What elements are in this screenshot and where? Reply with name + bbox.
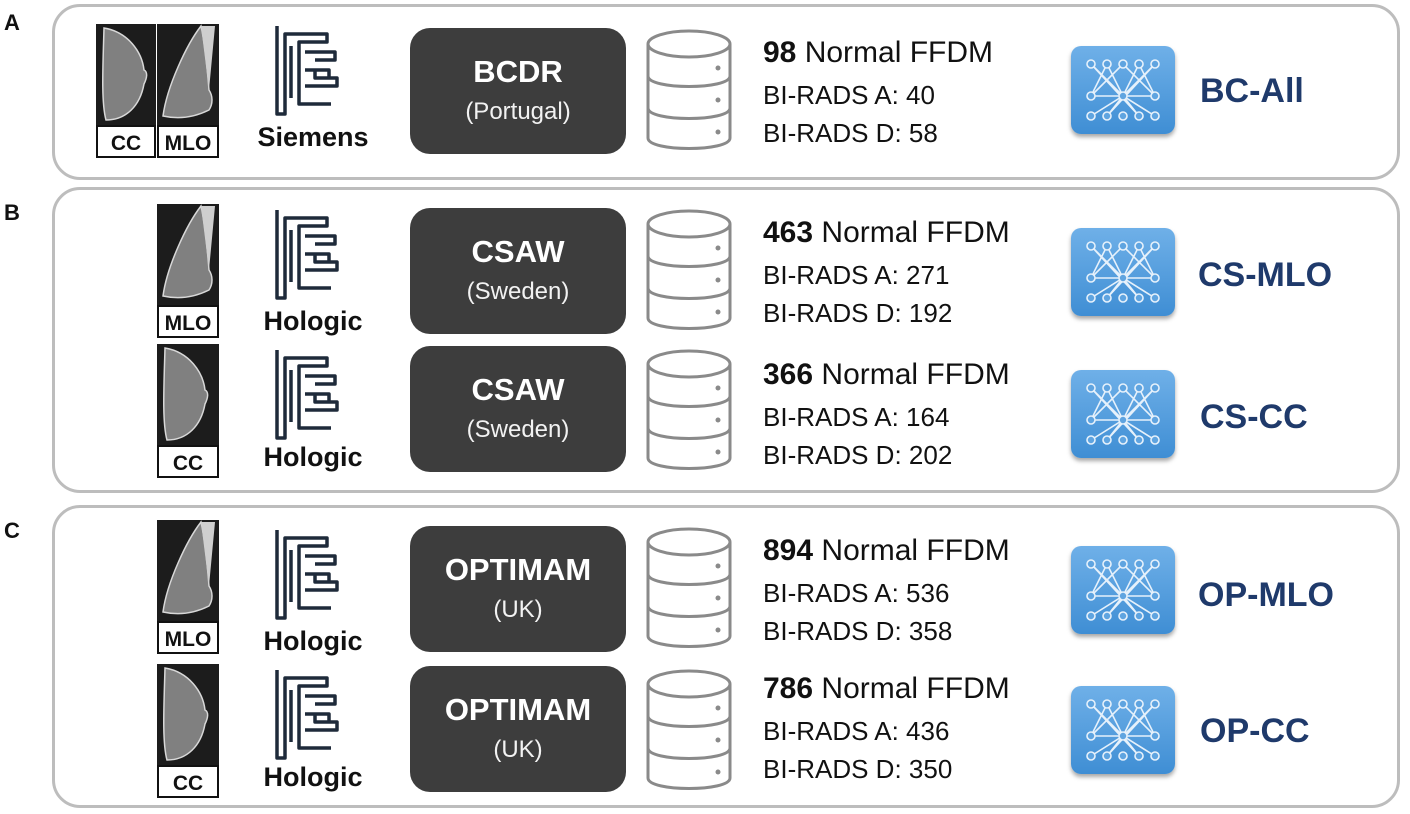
mammogram-cc-icon: CC [157, 664, 219, 798]
model-name: BC-All [1200, 72, 1304, 110]
database-cylinder-icon [644, 524, 734, 654]
birads-a-count: BI-RADS A: 40 [763, 80, 935, 110]
database-country: (Sweden) [466, 278, 570, 305]
panel-label-c: C [4, 518, 20, 543]
vendor-name: Hologic [263, 306, 363, 336]
birads-d-count: BI-RADS D: 350 [763, 754, 953, 784]
dataset-row-csaw-mlo: MLO Hologic CSAW (Sweden) [0, 200, 1410, 340]
mammogram-mlo-icon: MLO [157, 520, 219, 654]
view-label-mlo: MLO [165, 132, 212, 155]
vendor-name: Hologic [263, 442, 363, 472]
normal-ffdm-count: 786 Normal FFDM [763, 672, 1010, 705]
mammogram-cc-icon: CC [96, 24, 156, 158]
mammogram-mlo-icon: MLO [157, 204, 219, 338]
view-label-mlo: MLO [165, 312, 212, 335]
database-cylinder-icon [644, 666, 734, 796]
birads-a-count: BI-RADS A: 271 [763, 260, 950, 290]
vendor-name: Siemens [257, 122, 369, 152]
model-name: OP-MLO [1198, 576, 1334, 614]
normal-ffdm-count: 463 Normal FFDM [763, 216, 1010, 249]
database-box-optimam: OPTIMAM (UK) [410, 526, 626, 652]
database-box-bcdr: BCDR (Portugal) [410, 28, 626, 154]
database-country: (UK) [493, 596, 543, 623]
database-box-csaw: CSAW (Sweden) [410, 346, 626, 472]
dataset-row-optimam-cc: CC Hologic OPTIMAM (UK) [0, 662, 1410, 802]
model-name: OP-CC [1200, 712, 1310, 750]
vendor-name: Hologic [263, 762, 363, 792]
vendor-hologic: Hologic [243, 526, 383, 666]
database-box-csaw: CSAW (Sweden) [410, 208, 626, 334]
vendor-siemens: Siemens [243, 22, 383, 162]
mammography-machine-icon [275, 350, 339, 440]
model-name: CS-MLO [1198, 256, 1333, 294]
database-country: (Sweden) [466, 416, 570, 443]
mammography-machine-icon [275, 26, 339, 116]
database-country: (UK) [493, 736, 543, 763]
birads-d-count: BI-RADS D: 202 [763, 440, 953, 470]
mammography-machine-icon [275, 530, 339, 620]
birads-d-count: BI-RADS D: 192 [763, 298, 953, 328]
vendor-name: Hologic [263, 626, 363, 656]
vendor-hologic: Hologic [243, 206, 383, 346]
dataset-row-optimam-mlo: MLO Hologic OPTIMAM (UK) [0, 520, 1410, 660]
normal-ffdm-count: 366 Normal FFDM [763, 358, 1010, 391]
vendor-hologic: Hologic [243, 346, 383, 486]
neural-network-icon [1071, 686, 1175, 774]
database-box-optimam: OPTIMAM (UK) [410, 666, 626, 792]
normal-ffdm-count: 894 Normal FFDM [763, 534, 1010, 567]
neural-network-icon [1071, 228, 1175, 316]
database-country: (Portugal) [465, 98, 571, 125]
birads-d-count: BI-RADS D: 358 [763, 616, 953, 646]
mammography-machine-icon [275, 670, 339, 760]
birads-a-count: BI-RADS A: 536 [763, 578, 950, 608]
view-label-cc: CC [111, 132, 141, 155]
mammogram-mlo-icon: MLO [157, 24, 219, 158]
database-name: CSAW [471, 234, 565, 269]
dataset-row-bcdr: CC MLO Siemens BCDR (Portugal) [0, 22, 1410, 162]
neural-network-icon [1071, 46, 1175, 134]
view-label-cc: CC [173, 452, 203, 475]
database-name: BCDR [473, 54, 563, 89]
panel-label-b: B [4, 200, 20, 225]
database-name: CSAW [471, 372, 565, 407]
model-name: CS-CC [1200, 398, 1308, 436]
view-label-cc: CC [173, 772, 203, 795]
database-cylinder-icon [644, 26, 734, 156]
birads-d-count: BI-RADS D: 58 [763, 118, 938, 148]
view-label-mlo: MLO [165, 628, 212, 651]
neural-network-icon [1071, 546, 1175, 634]
birads-a-count: BI-RADS A: 436 [763, 716, 950, 746]
dataset-row-csaw-cc: CC Hologic CSAW (Sweden) [0, 342, 1410, 482]
panel-label-a: A [4, 10, 20, 35]
mammography-machine-icon [275, 210, 339, 300]
birads-a-count: BI-RADS A: 164 [763, 402, 950, 432]
database-name: OPTIMAM [444, 552, 592, 587]
vendor-hologic: Hologic [243, 666, 383, 806]
neural-network-icon [1071, 370, 1175, 458]
database-cylinder-icon [644, 206, 734, 336]
database-cylinder-icon [644, 346, 734, 476]
mammogram-cc-icon: CC [157, 344, 219, 478]
database-name: OPTIMAM [444, 692, 592, 727]
normal-ffdm-count: 98 Normal FFDM [763, 36, 994, 69]
